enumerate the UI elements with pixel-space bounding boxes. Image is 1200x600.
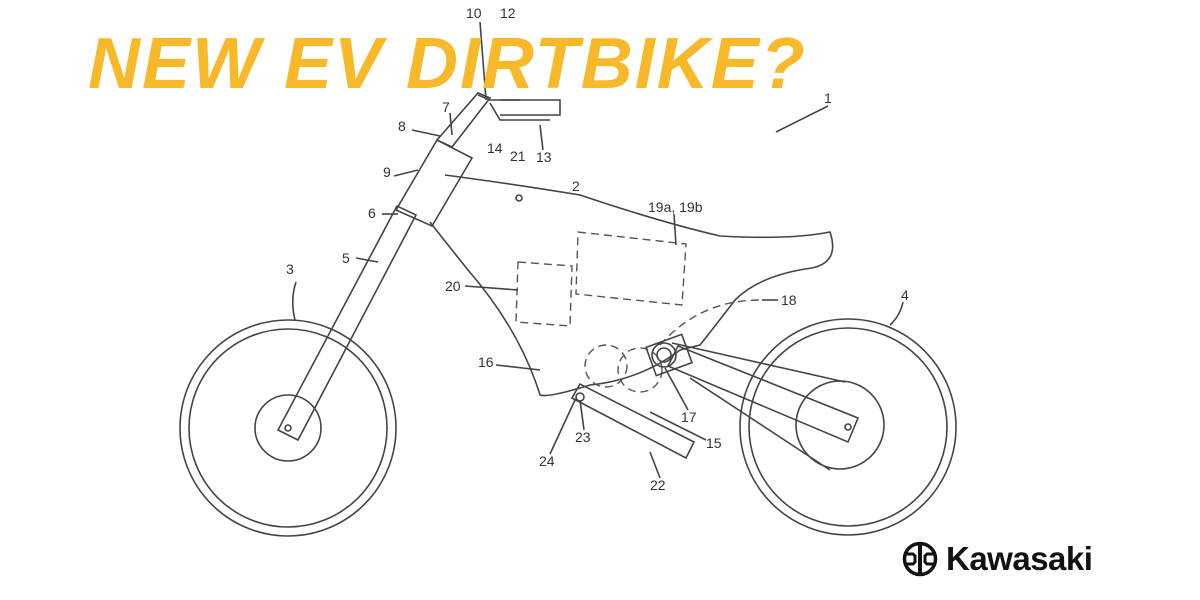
- label-12: 12: [500, 5, 516, 21]
- pivot: [644, 333, 694, 377]
- label-5: 5: [342, 250, 350, 266]
- label-13: 13: [536, 149, 552, 165]
- seat-bracket: [489, 99, 561, 121]
- label-23: 23: [575, 429, 591, 445]
- label-15: 15: [706, 435, 722, 451]
- line-18: [659, 299, 761, 346]
- swingarm: [666, 344, 860, 444]
- battery-19: [575, 231, 687, 306]
- frame-body: [429, 174, 834, 397]
- bar-22: [570, 382, 696, 460]
- brand-name: Kawasaki: [946, 540, 1093, 577]
- part-labels: 1 2 3 4 5 6 7 8 9 10 12 13 14 15 16 17 1…: [286, 5, 909, 493]
- label-8: 8: [398, 118, 406, 134]
- kawasaki-logo: Kawasaki: [902, 540, 1093, 578]
- label-22: 22: [650, 477, 666, 493]
- label-14: 14: [487, 140, 503, 156]
- label-19a-19b: 19a, 19b: [648, 199, 703, 215]
- leader-lines: [291, 21, 904, 479]
- gear-17: [617, 347, 663, 393]
- label-6: 6: [368, 205, 376, 221]
- label-1: 1: [824, 90, 832, 106]
- label-20: 20: [445, 278, 461, 294]
- front-fork: [276, 92, 520, 442]
- label-9: 9: [383, 164, 391, 180]
- label-3: 3: [286, 261, 294, 277]
- label-10: 10: [466, 5, 482, 21]
- label-2: 2: [572, 178, 580, 194]
- label-16: 16: [478, 354, 494, 370]
- label-18: 18: [781, 292, 797, 308]
- controller-20: [515, 261, 573, 327]
- kawasaki-river-mark-icon: [902, 541, 938, 577]
- motor-16: [584, 344, 628, 388]
- label-7: 7: [442, 99, 450, 115]
- front-wheel: [179, 319, 397, 537]
- chain: [671, 342, 846, 471]
- label-24: 24: [539, 453, 555, 469]
- rear-wheel: [739, 318, 957, 536]
- headline: NEW EV DIRTBIKE?: [88, 24, 807, 104]
- label-17: 17: [681, 409, 697, 425]
- label-4: 4: [901, 287, 909, 303]
- label-21: 21: [510, 148, 526, 164]
